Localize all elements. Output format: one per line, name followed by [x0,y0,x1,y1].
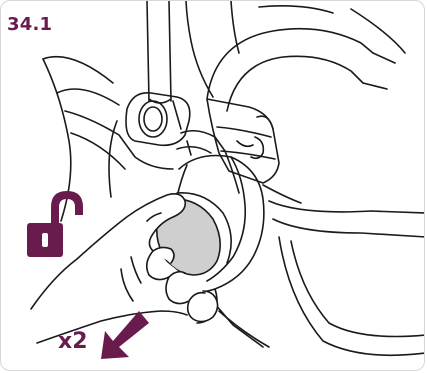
tube-clamp [126,93,190,145]
unlock-icon [27,191,83,257]
frame-arc [207,6,405,111]
vertical-tube [147,1,171,103]
side-panel [209,185,425,355]
repeat-count-label: x2 [58,331,88,353]
step-number: 34.1 [7,16,52,34]
release-hinge [177,131,239,193]
